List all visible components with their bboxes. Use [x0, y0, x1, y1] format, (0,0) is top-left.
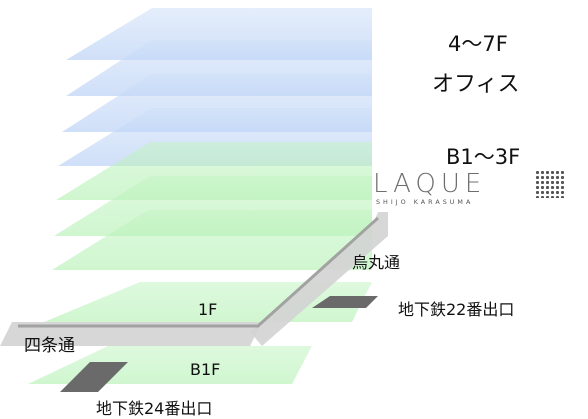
karasuma-street-surface: [250, 212, 388, 346]
subway-exit-22-label: 地下鉄22番出口: [398, 300, 515, 319]
floor-1f-label: 1F: [198, 300, 218, 319]
karasuma-street-label: 烏丸通: [352, 253, 401, 272]
office-label: オフィス: [432, 72, 520, 97]
laque-logo-wordmark: LAQUE: [373, 169, 487, 199]
shijo-street-surface: [0, 322, 262, 346]
exit-22-block: [312, 296, 378, 308]
floor-b1f-label: B1F: [190, 360, 221, 379]
shijo-street-label: 四条通: [24, 336, 75, 356]
floor-1f-plane: [52, 210, 372, 270]
exit-24-block: [60, 362, 128, 392]
laque-logo-subtitle: SHIJO KARASUMA: [376, 198, 474, 206]
subway-exit-24-label: 地下鉄24番出口: [96, 399, 213, 418]
retail-floor-range-label: B1〜3F: [446, 145, 521, 169]
laque-dot-grid-icon: [535, 170, 565, 198]
office-floor-range-label: 4〜7F: [448, 32, 508, 56]
street-edge-line: [18, 216, 380, 328]
